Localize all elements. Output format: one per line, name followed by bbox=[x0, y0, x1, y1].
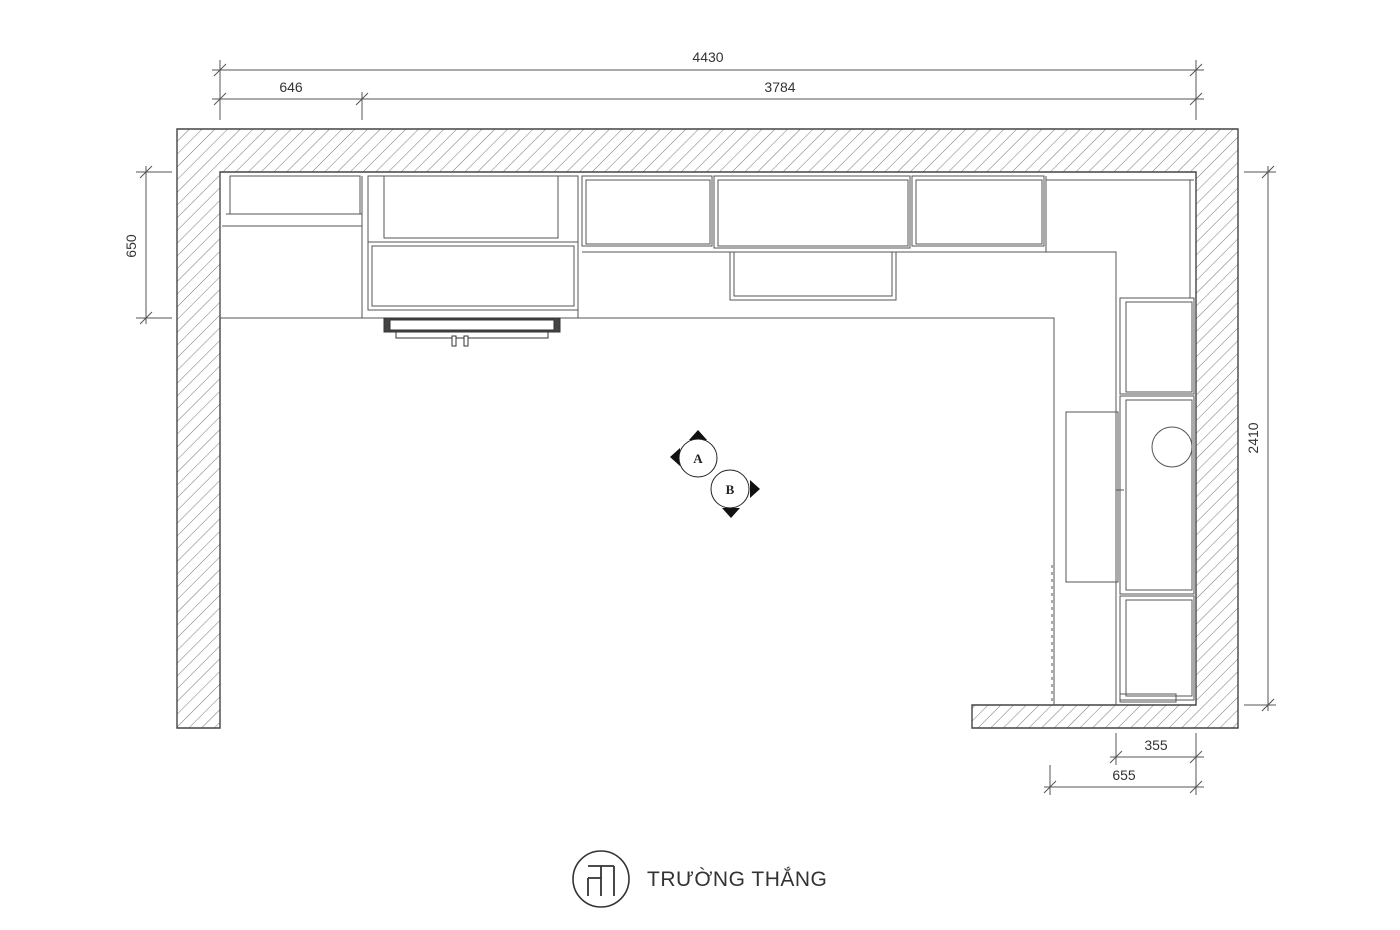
upper-cabinet-2-inner bbox=[383, 175, 559, 239]
right-cabinet-2-inner bbox=[1125, 399, 1193, 591]
upper-cabinet-1 bbox=[229, 175, 361, 215]
upper-cabinet-4-inner bbox=[717, 179, 909, 247]
marker-a-arrow-left bbox=[670, 448, 680, 466]
sink-bowl-inner bbox=[733, 251, 893, 297]
sink-bowl bbox=[729, 251, 897, 301]
fridge bbox=[1065, 411, 1119, 583]
cooktop-knob-1 bbox=[451, 335, 457, 347]
dim-tick-10 bbox=[1109, 750, 1123, 764]
upper-cabinet-2 bbox=[367, 175, 579, 243]
dim-tick-9 bbox=[1261, 698, 1275, 712]
section-markers: A B bbox=[670, 430, 760, 518]
cooktop-rim bbox=[395, 331, 549, 339]
dim-tick-6 bbox=[139, 165, 153, 179]
cooktop bbox=[383, 317, 561, 347]
right-cabinet-base bbox=[1119, 693, 1177, 703]
right-cabinet-1 bbox=[1119, 297, 1195, 395]
marker-a-arrow-top bbox=[689, 430, 707, 440]
dimension-labels: 4430 646 3784 650 2410 355 655 bbox=[123, 49, 1261, 783]
range-hood bbox=[367, 241, 579, 311]
dim-right-segment: 3784 bbox=[764, 79, 795, 95]
dim-left-segment: 646 bbox=[279, 79, 303, 95]
dim-inner-depth: 355 bbox=[1144, 737, 1168, 753]
dim-tick-4 bbox=[355, 92, 369, 106]
dim-tick-7 bbox=[139, 311, 153, 325]
dim-tick-1 bbox=[213, 63, 227, 77]
dim-tick-13 bbox=[1189, 780, 1203, 794]
dim-counter-depth: 650 bbox=[123, 234, 139, 258]
wall-outline bbox=[176, 128, 1239, 729]
dim-right-wall-length: 2410 bbox=[1245, 422, 1261, 453]
walls bbox=[176, 128, 1239, 729]
dim-tick-5 bbox=[1189, 92, 1203, 106]
marker-b-arrow-bottom bbox=[722, 508, 740, 518]
counter-outline bbox=[220, 251, 1117, 705]
brand-logo-mark-icon bbox=[587, 865, 615, 896]
upper-cabinet-4 bbox=[713, 175, 911, 249]
right-cabinet-2 bbox=[1119, 395, 1195, 595]
marker-a-circle bbox=[678, 438, 718, 478]
range-hood-inner bbox=[371, 245, 575, 307]
marker-b-circle bbox=[710, 469, 750, 509]
upper-cabinet-3-inner bbox=[585, 179, 711, 245]
right-counter bbox=[1051, 297, 1195, 705]
cooktop-panel bbox=[389, 319, 555, 331]
dim-tick-2 bbox=[1189, 63, 1203, 77]
dim-tick-3 bbox=[213, 92, 227, 106]
marker-a-label: A bbox=[693, 451, 703, 466]
marker-b-label: B bbox=[726, 482, 735, 497]
upper-cabinet-5 bbox=[911, 175, 1045, 247]
round-basin bbox=[1151, 426, 1193, 468]
marker-a: A bbox=[670, 430, 718, 478]
marker-b-arrow-right bbox=[750, 480, 760, 498]
upper-cabinet-5-inner bbox=[915, 179, 1043, 245]
brand-logo: TRƯỜNG THẮNG bbox=[572, 850, 827, 908]
dim-tick-12 bbox=[1043, 780, 1057, 794]
upper-cabinet-3 bbox=[581, 175, 713, 247]
right-cabinet-3-inner bbox=[1125, 599, 1193, 697]
dim-tick-11 bbox=[1189, 750, 1203, 764]
dim-tick-8 bbox=[1261, 165, 1275, 179]
dim-outer-depth: 655 bbox=[1112, 767, 1136, 783]
right-cabinet-3 bbox=[1119, 595, 1195, 701]
right-cabinet-1-inner bbox=[1125, 301, 1193, 393]
brand-logo-circle bbox=[572, 850, 630, 908]
dim-total-width: 4430 bbox=[692, 49, 723, 65]
marker-b: B bbox=[710, 469, 760, 518]
dimension-lines bbox=[136, 60, 1276, 795]
cooktop-knob-2 bbox=[463, 335, 469, 347]
brand-name: TRƯỜNG THẮNG bbox=[647, 867, 827, 891]
top-counter bbox=[219, 173, 1194, 705]
